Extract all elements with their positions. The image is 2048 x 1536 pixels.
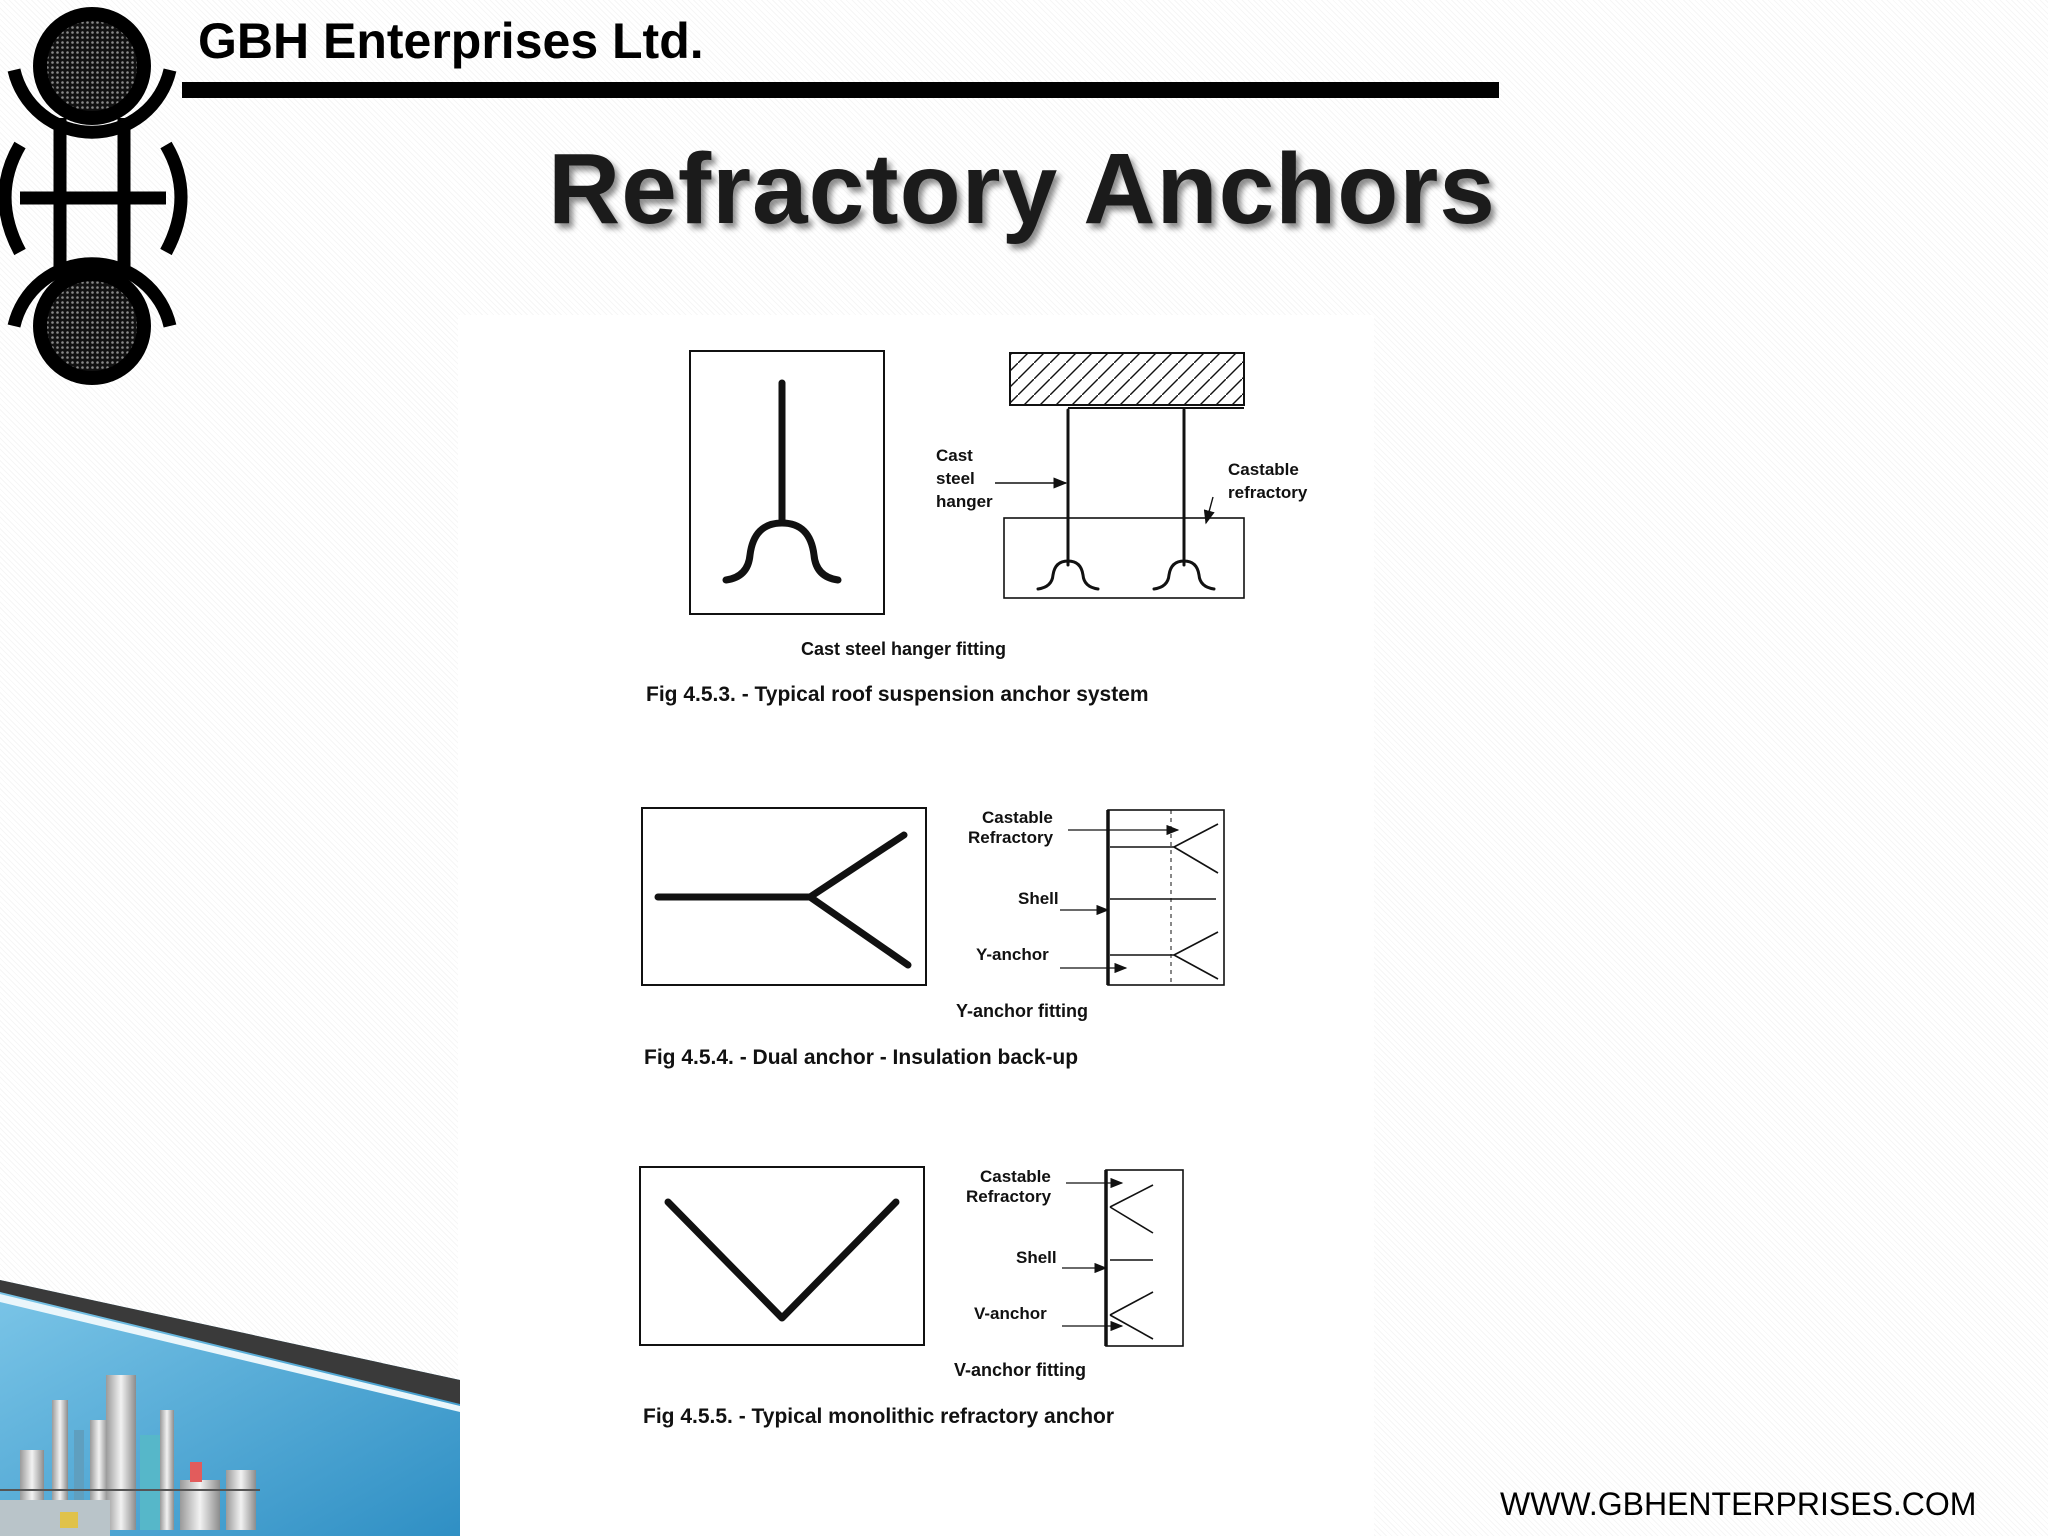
caption-fig-4-5-5: Fig 4.5.5. - Typical monolithic refracto… bbox=[643, 1405, 1114, 1428]
fitting-label-y-anchor: Y-anchor fitting bbox=[956, 1001, 1088, 1021]
figure-4-5-4: Castable Refractory Shell Y-anchor Y-anc… bbox=[641, 807, 1225, 1069]
label-castable-3: Castable bbox=[980, 1167, 1051, 1186]
caption-fig-4-5-4: Fig 4.5.4. - Dual anchor - Insulation ba… bbox=[644, 1046, 1078, 1069]
gbh-logo-icon bbox=[0, 7, 188, 385]
label-hanger: hanger bbox=[936, 492, 993, 511]
cast-steel-hanger-drawing bbox=[722, 379, 842, 584]
header-divider bbox=[182, 82, 1499, 98]
v-anchor-drawing bbox=[664, 1198, 900, 1322]
company-name: GBH Enterprises Ltd. bbox=[198, 13, 704, 69]
v-anchor-wall-drawing bbox=[1062, 1169, 1184, 1347]
fitting-label-cast-steel: Cast steel hanger fitting bbox=[801, 639, 1006, 659]
roof-hatched-slab bbox=[1009, 352, 1245, 406]
label-v-anchor: V-anchor bbox=[974, 1304, 1047, 1323]
figure-4-5-3: Cast steel hanger Castable refractory Ca… bbox=[646, 350, 1308, 706]
y-anchor-fitting-box bbox=[641, 807, 927, 986]
anchor-figures-panel: Cast steel hanger Castable refractory Ca… bbox=[458, 315, 1374, 1536]
label-refractory-3: Refractory bbox=[966, 1187, 1052, 1206]
castable-block bbox=[1003, 517, 1245, 599]
label-shell-2: Shell bbox=[1018, 889, 1059, 908]
figure-4-5-5: Castable Refractory Shell V-anchor V-anc… bbox=[639, 1166, 1184, 1428]
label-castable-1: Castable bbox=[1228, 460, 1299, 479]
label-refractory-1: refractory bbox=[1228, 483, 1308, 502]
refinery-plant-icon bbox=[0, 1280, 460, 1536]
label-steel: steel bbox=[936, 469, 975, 488]
label-castable-2: Castable bbox=[982, 808, 1053, 827]
label-refractory-2: Refractory bbox=[968, 828, 1054, 847]
roof-suspension-drawing bbox=[995, 352, 1245, 599]
page-title: Refractory Anchors bbox=[548, 133, 1496, 245]
caption-fig-4-5-3: Fig 4.5.3. - Typical roof suspension anc… bbox=[646, 683, 1149, 706]
v-anchor-fitting-box bbox=[639, 1166, 925, 1346]
y-anchor-wall-drawing bbox=[1060, 809, 1225, 986]
label-shell-3: Shell bbox=[1016, 1248, 1057, 1267]
hanger-fitting-box bbox=[689, 350, 885, 615]
label-y-anchor: Y-anchor bbox=[976, 945, 1049, 964]
website-url[interactable]: WWW.GBHENTERPRISES.COM bbox=[1500, 1486, 1977, 1522]
y-anchor-drawing bbox=[654, 831, 912, 969]
label-cast: Cast bbox=[936, 446, 973, 465]
fitting-label-v-anchor: V-anchor fitting bbox=[954, 1360, 1086, 1380]
